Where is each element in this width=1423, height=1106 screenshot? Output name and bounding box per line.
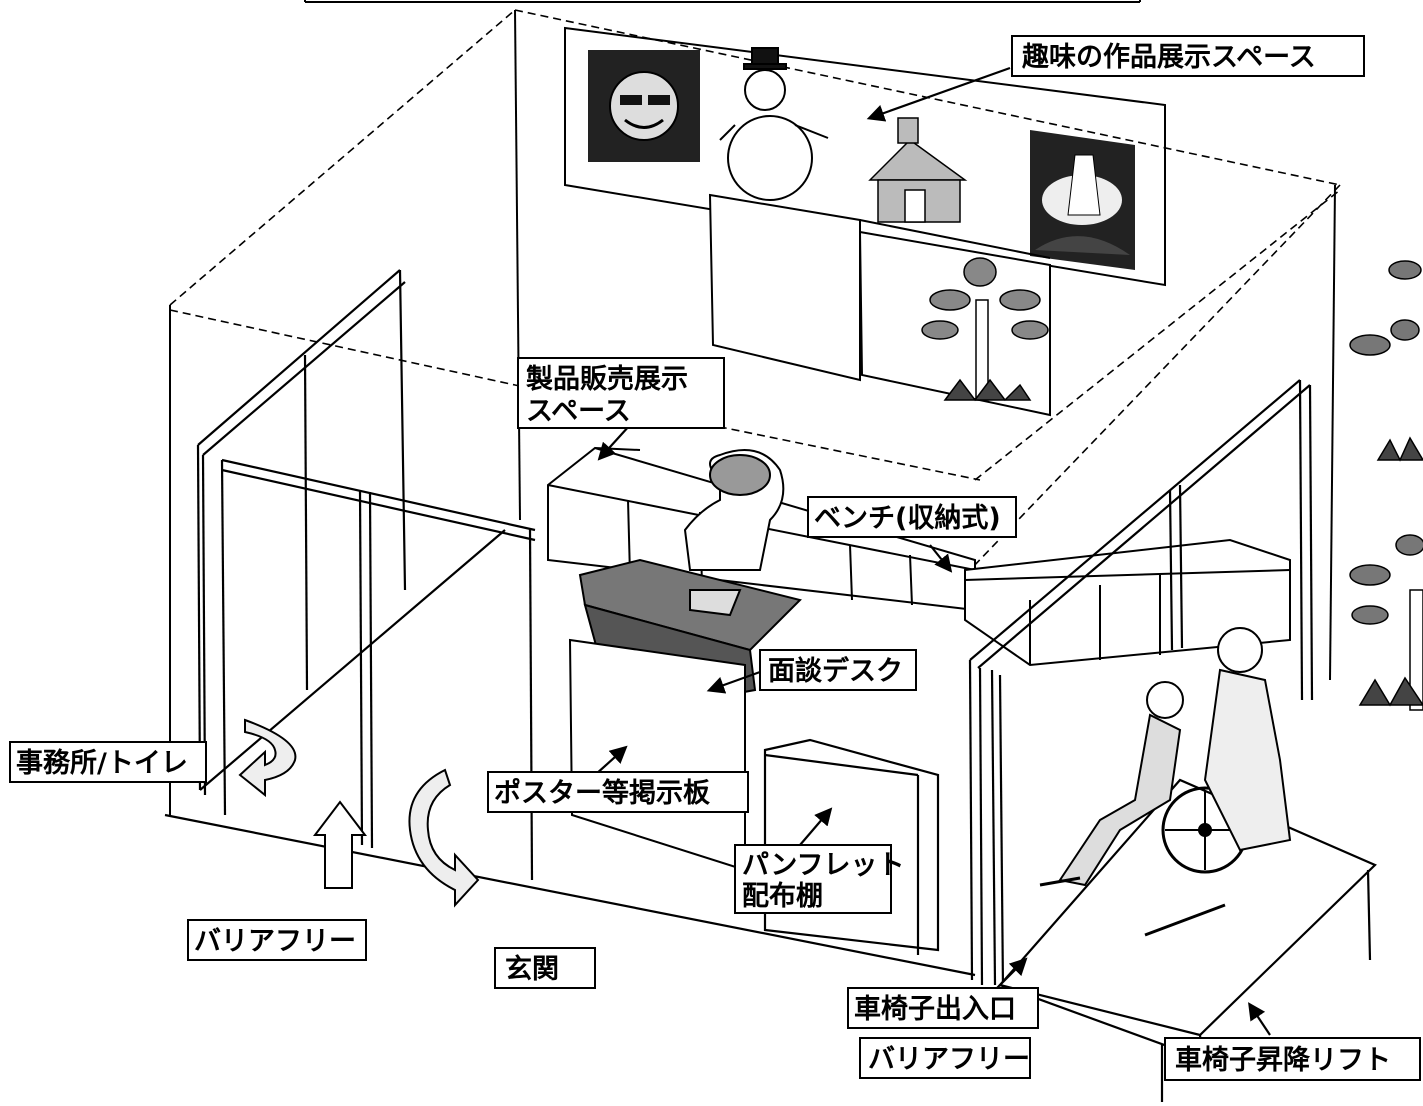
label-product-display-line1: 製品販売展示	[526, 364, 688, 395]
artwork-schoolhouse	[868, 117, 968, 223]
wheelchair-users	[1039, 627, 1292, 937]
label-bench: ベンチ(収納式)	[814, 502, 1001, 534]
poster-board	[568, 638, 746, 872]
label-office-toilet: 事務所/トイレ	[16, 748, 188, 779]
label-product-display-line2: スペース	[526, 396, 631, 427]
left-glass-partition	[164, 269, 976, 977]
bench	[964, 538, 1291, 667]
label-barrier-free-bottom: バリアフリー	[868, 1044, 1030, 1075]
label-wheelchair-lift: 車椅子昇降リフト	[1175, 1045, 1391, 1076]
label-entrance: 玄関	[505, 953, 559, 985]
artwork-sun	[588, 50, 700, 162]
rear-cabinets	[708, 193, 1051, 417]
artwork-lighthouse	[1030, 130, 1135, 270]
artwork-snowman	[719, 47, 829, 201]
label-wheelchair-entrance: 車椅子出入口	[854, 994, 1016, 1025]
hobby-display-frame	[564, 26, 1166, 287]
back-wall	[169, 9, 1336, 815]
top-frame-fragment	[304, 0, 1141, 3]
flow-arrow-entrance	[408, 768, 480, 908]
label-box-frames	[9, 35, 1421, 1081]
label-barrier-free-left: バリアフリー	[194, 926, 356, 957]
label-hobby-display: 趣味の作品展示スペース	[1021, 42, 1316, 73]
label-pamphlet-line2: 配布棚	[742, 881, 823, 912]
edge-trees	[1349, 260, 1423, 711]
flow-arrow-office	[238, 718, 297, 798]
flow-arrow-barrierfree	[312, 800, 368, 889]
label-pamphlet-line1: パンフレット	[742, 850, 905, 881]
right-glass-partition	[968, 379, 1314, 991]
label-poster-board: ポスター等掲示板	[494, 777, 710, 809]
artwork-tree	[921, 257, 1049, 402]
label-desk: 面談デスク	[768, 655, 903, 687]
label-pointers	[594, 66, 1271, 1102]
